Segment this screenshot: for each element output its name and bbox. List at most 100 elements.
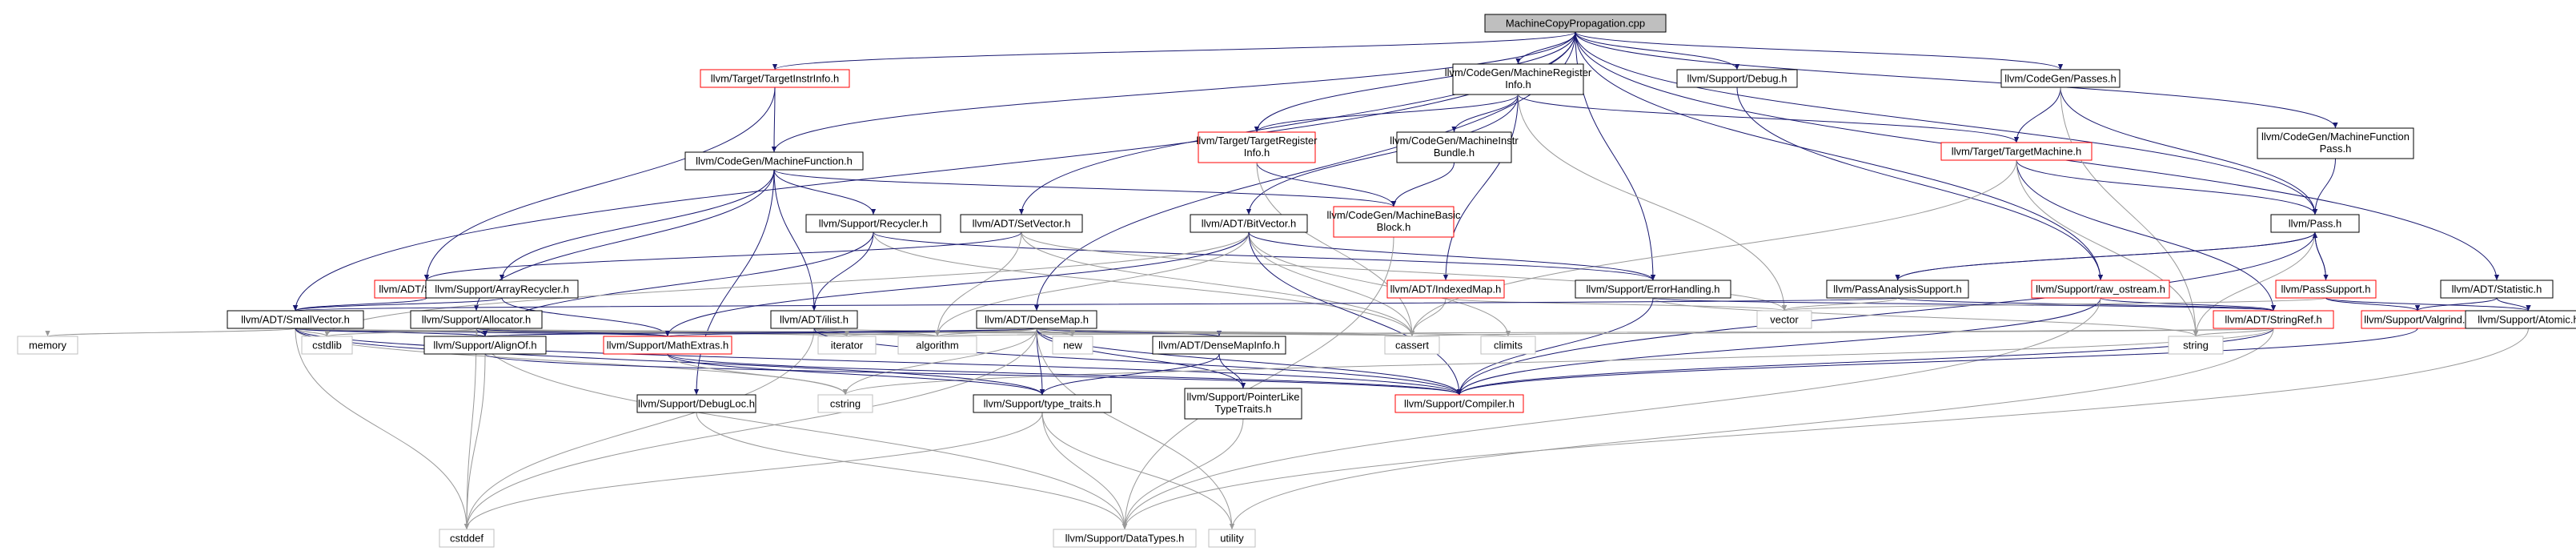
node-ilist[interactable]: llvm/ADT/ilist.h: [770, 310, 858, 329]
edge-rawostream-to-compiler: [1456, 297, 2101, 396]
edge-mathextras-to-compiler: [667, 353, 1462, 396]
node-vector[interactable]: vector: [1756, 310, 1812, 329]
edge-bitvector-to-cassert: [1248, 231, 1415, 337]
edge-targetmachine-to-stringh: [2016, 159, 2199, 337]
node-targetmachine[interactable]: llvm/Target/TargetMachine.h: [1940, 142, 2092, 161]
node-iterator[interactable]: iterator: [817, 336, 877, 355]
edge-atomic-to-datatypes: [1121, 328, 2529, 530]
edge-passsupport-to-valgrind: [2325, 297, 2421, 312]
node-atomic-box: [2465, 310, 2576, 329]
node-utility[interactable]: utility: [1208, 529, 1256, 548]
node-newh[interactable]: new: [1052, 336, 1093, 355]
node-alignof[interactable]: llvm/Support/AlignOf.h: [423, 336, 547, 355]
node-memory-label: memory: [29, 340, 66, 352]
node-cstring[interactable]: cstring: [817, 394, 873, 413]
edge-densemap-to-typetraits: [1036, 328, 1045, 396]
edge-densemap-to-cstring: [842, 328, 1037, 396]
edge-mregisterinfo-to-indexedmap: [1442, 94, 1519, 281]
node-stringh[interactable]: string: [2168, 336, 2224, 355]
node-cstdlib[interactable]: cstdlib: [301, 336, 353, 355]
edge-setvector-to-vector: [1021, 231, 1788, 312]
node-compiler-box: [1394, 394, 1524, 413]
edge-root-to-debugh: [1575, 31, 1740, 70]
node-passesh[interactable]: llvm/CodeGen/Passes.h: [2000, 69, 2121, 88]
edge-stringref-to-cassert: [1410, 328, 2274, 337]
node-compiler[interactable]: llvm/Support/Compiler.h: [1394, 394, 1524, 413]
node-stringref[interactable]: llvm/ADT/StringRef.h: [2213, 310, 2334, 329]
edge-mfunction-to-mbasicblock: [773, 169, 1396, 207]
node-mathextras-label: llvm/Support/MathExtras.h: [607, 340, 728, 352]
node-typetraits-label: llvm/Support/type_traits.h: [984, 398, 1101, 410]
node-debugh[interactable]: llvm/Support/Debug.h: [1676, 69, 1798, 88]
edge-targetmachine-to-stringref: [2016, 159, 2277, 312]
node-datatypes[interactable]: llvm/Support/DataTypes.h: [1053, 529, 1197, 548]
node-typetraits[interactable]: llvm/Support/type_traits.h: [973, 394, 1112, 413]
node-passanalysissupport[interactable]: llvm/PassAnalysisSupport.h: [1826, 280, 1969, 299]
node-recycler[interactable]: llvm/Support/Recycler.h: [805, 214, 941, 233]
edge-passh-to-compiler: [1456, 231, 2316, 396]
node-passh[interactable]: llvm/Pass.h: [2270, 214, 2360, 233]
node-root-label: MachineCopyPropagation.cpp: [1506, 18, 1645, 30]
node-setvector[interactable]: llvm/ADT/SetVector.h: [960, 214, 1083, 233]
node-valgrind[interactable]: llvm/Support/Valgrind.h: [2361, 310, 2474, 329]
edge-targetmachine-to-passh: [2016, 159, 2318, 215]
edge-allocator-to-cstdlib: [324, 328, 477, 337]
node-memory[interactable]: memory: [17, 336, 78, 355]
node-errorhandling[interactable]: llvm/Support/ErrorHandling.h: [1575, 280, 1731, 299]
node-cassert-label: cassert: [1395, 340, 1429, 352]
node-utility-label: utility: [1220, 533, 1244, 545]
node-statistic[interactable]: llvm/ADT/Statistic.h: [2440, 280, 2554, 299]
edge-root-to-rawostream: [1575, 31, 2104, 281]
node-cstddef-box: [439, 529, 495, 548]
node-smallvector[interactable]: llvm/ADT/SmallVector.h: [227, 310, 364, 329]
node-allocator-label: llvm/Support/Allocator.h: [422, 314, 532, 326]
node-passsupport[interactable]: llvm/PassSupport.h: [2275, 280, 2377, 299]
edge-passesh-to-targetmachine: [2013, 86, 2061, 143]
node-errorhandling-label: llvm/Support/ErrorHandling.h: [1587, 284, 1720, 296]
node-indexedmap[interactable]: llvm/ADT/IndexedMap.h: [1386, 280, 1505, 299]
node-rawostream[interactable]: llvm/Support/raw_ostream.h: [2031, 280, 2170, 299]
node-targetinstrinfo[interactable]: llvm/Target/TargetInstrInfo.h: [700, 69, 850, 88]
node-cassert[interactable]: cassert: [1384, 336, 1440, 355]
edge-passanalysissupport-to-vector: [1781, 297, 1898, 312]
node-root[interactable]: MachineCopyPropagation.cpp: [1484, 14, 1667, 33]
node-bitvector[interactable]: llvm/ADT/BitVector.h: [1190, 214, 1308, 233]
node-mbasicblock-box: [1333, 206, 1455, 238]
node-mfunction[interactable]: llvm/CodeGen/MachineFunction.h: [684, 151, 864, 171]
node-atomic[interactable]: llvm/Support/Atomic.h: [2465, 310, 2576, 329]
node-passh-label: llvm/Pass.h: [2289, 218, 2341, 230]
edge-densemap-to-utility: [1036, 328, 1235, 530]
edge-root-to-targetinstrinfo: [772, 31, 1576, 70]
edge-root-to-smallvector: [292, 31, 1576, 312]
node-densemapinfo[interactable]: llvm/ADT/DenseMapInfo.h: [1152, 336, 1286, 355]
node-mathextras-box: [603, 336, 732, 355]
node-mathextras[interactable]: llvm/Support/MathExtras.h: [603, 336, 732, 355]
node-cstddef[interactable]: cstddef: [439, 529, 495, 548]
node-climits[interactable]: climits: [1480, 336, 1536, 355]
node-densemap[interactable]: llvm/ADT/DenseMap.h: [976, 310, 1097, 329]
node-arrayrecycler-box: [425, 280, 579, 299]
node-targetmachine-label: llvm/Target/TargetMachine.h: [1952, 146, 2082, 158]
edge-densemapinfo-to-typetraits: [1039, 353, 1220, 396]
node-allocator[interactable]: llvm/Support/Allocator.h: [410, 310, 543, 329]
node-indexedmap-box: [1386, 280, 1505, 299]
node-indexedmap-label: llvm/ADT/IndexedMap.h: [1390, 284, 1502, 296]
node-arrayrecycler[interactable]: llvm/Support/ArrayRecycler.h: [425, 280, 579, 299]
edge-mfunction-to-ilist: [773, 169, 817, 312]
node-bitvector-box: [1190, 214, 1308, 233]
node-algorithm[interactable]: algorithm: [897, 336, 977, 355]
node-debugloc[interactable]: llvm/Support/DebugLoc.h: [636, 394, 756, 413]
edge-passesh-to-stringh: [2060, 86, 2199, 337]
node-minstrbundle-box: [1396, 131, 1512, 163]
node-compiler-label: llvm/Support/Compiler.h: [1404, 398, 1515, 410]
edge-indexedmap-to-cassert: [1409, 297, 1446, 337]
